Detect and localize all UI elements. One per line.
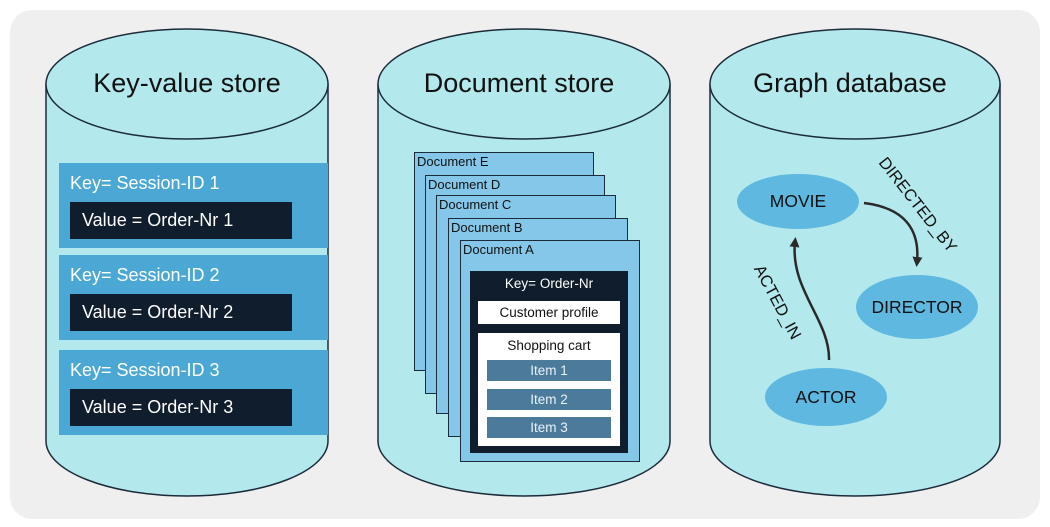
kv-store-title: Key-value store — [93, 68, 281, 98]
customer-profile: Customer profile — [478, 301, 620, 324]
document-label: Document A — [463, 242, 534, 257]
shopping-cart-title: Shopping cart — [507, 338, 591, 353]
edge-directed-by — [863, 201, 923, 267]
kv-key: Key= Session-ID 1 — [70, 173, 220, 193]
edge-acted-in — [789, 237, 831, 361]
document-label: Document B — [451, 220, 523, 235]
kv-pair: Key= Session-ID 1 Value = Order-Nr 1 — [59, 163, 328, 248]
shopping-cart: Shopping cart Item 1 Item 2 Item 3 — [478, 333, 620, 446]
kv-value: Value = Order-Nr 1 — [70, 202, 292, 239]
cart-item: Item 3 — [487, 417, 611, 438]
cart-item: Item 1 — [487, 360, 611, 381]
node-actor: ACTOR — [765, 368, 887, 426]
kv-pair: Key= Session-ID 3 Value = Order-Nr 3 — [59, 350, 328, 435]
kv-key: Key= Session-ID 2 — [70, 265, 220, 285]
document-key: Key= Order-Nr — [504, 276, 594, 291]
graph-db-title: Graph database — [753, 68, 947, 98]
kv-key: Key= Session-ID 3 — [70, 360, 220, 380]
node-movie: MOVIE — [737, 174, 859, 229]
doc-store-title: Document store — [423, 68, 615, 98]
kv-pair: Key= Session-ID 2 Value = Order-Nr 2 — [59, 255, 328, 340]
kv-value: Value = Order-Nr 3 — [70, 389, 292, 426]
document-label: Document E — [417, 154, 489, 169]
document-label: Document D — [428, 177, 501, 192]
document-content: Key= Order-Nr Customer profile Shopping … — [470, 271, 628, 453]
node-director: DIRECTOR — [856, 275, 978, 339]
kv-value: Value = Order-Nr 2 — [70, 294, 292, 331]
document-label: Document C — [439, 197, 512, 212]
cart-item: Item 2 — [487, 389, 611, 410]
